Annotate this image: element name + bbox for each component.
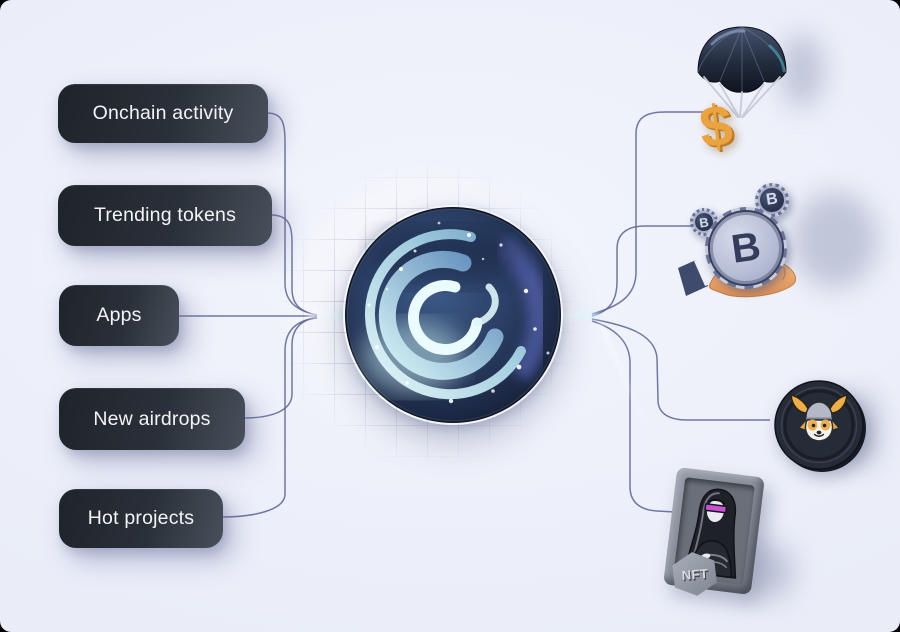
label-pill-onchain-activity[interactable]: Onchain activity (58, 84, 268, 143)
label-pill-hot-projects[interactable]: Hot projects (59, 489, 223, 548)
bitcoin-hand-icon: B B B (678, 182, 813, 302)
pill-label: Trending tokens (93, 204, 237, 226)
cast-shadow (792, 192, 878, 288)
label-pill-new-airdrops[interactable]: New airdrops (59, 388, 245, 450)
dollar-sign-icon: $ (696, 92, 737, 161)
label-pill-apps[interactable]: Apps (59, 285, 179, 346)
bitcoin-coin-large: B (703, 205, 789, 291)
pill-label: Hot projects (87, 507, 195, 529)
swirl-wave-logo-art (345, 207, 561, 423)
nft-card-icon: NFT (663, 467, 765, 595)
nft-badge-label: NFT (680, 565, 709, 583)
dog-coin-art (774, 380, 866, 472)
converge-glow-right (552, 312, 600, 319)
swirl-wave-logo (343, 205, 563, 425)
parachute-icon (697, 26, 787, 118)
converge-glow-left (308, 312, 350, 318)
cast-shadow (780, 34, 824, 108)
pill-label: Apps (96, 304, 142, 326)
light-streak (598, 321, 662, 458)
label-pill-trending-tokens[interactable]: Trending tokens (58, 185, 272, 246)
pill-label: Onchain activity (92, 102, 234, 124)
floki-dog-coin-icon (772, 378, 868, 474)
airdrop-parachute-icon: $ (684, 18, 804, 168)
pill-label: New airdrops (93, 407, 211, 430)
